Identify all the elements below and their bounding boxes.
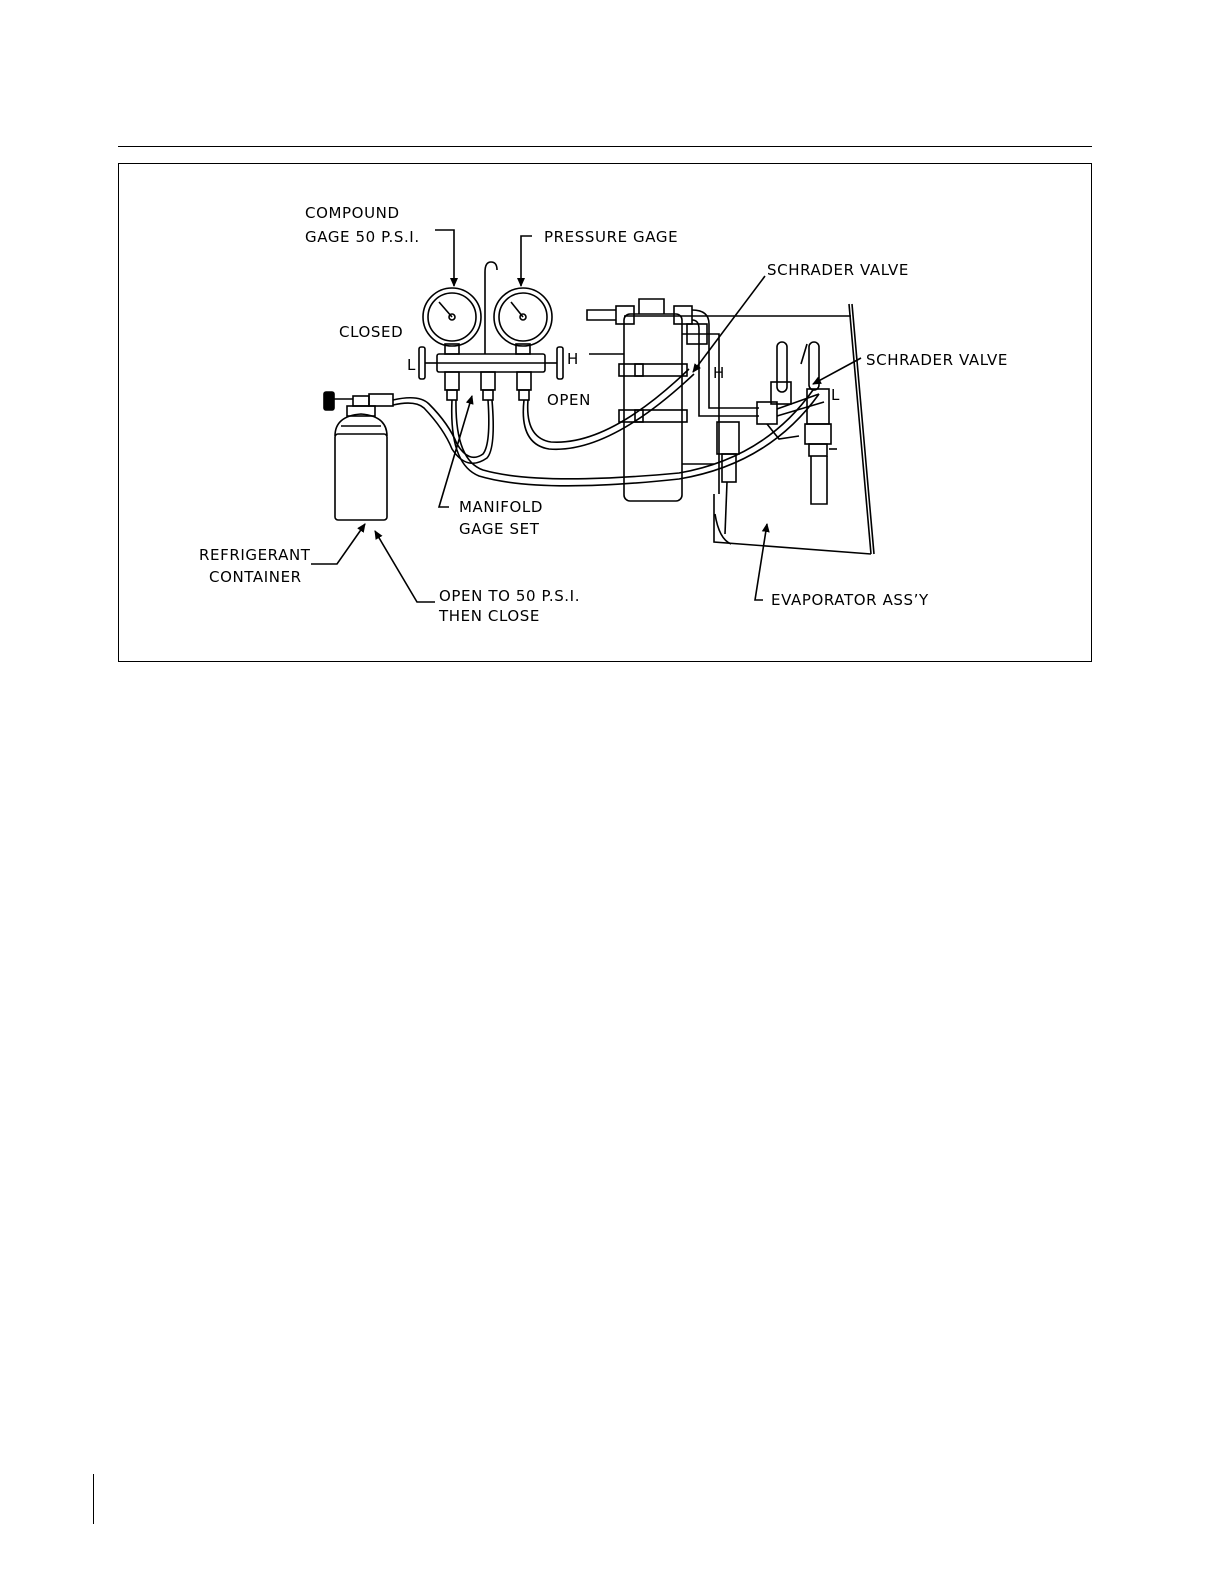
- leader-open-to: [375, 531, 435, 602]
- evaporator-assembly: [624, 304, 874, 554]
- manifold-gage-diagram: COMPOUND GAGE 50 P.S.I. PRESSURE GAGE CL…: [119, 164, 1091, 661]
- leader-evaporator: [755, 524, 767, 600]
- label-refrigerant-2: CONTAINER: [209, 568, 302, 586]
- figure-frame: COMPOUND GAGE 50 P.S.I. PRESSURE GAGE CL…: [118, 163, 1092, 662]
- label-open: OPEN: [547, 391, 591, 409]
- hoses: [393, 369, 819, 486]
- refrigerant-container: [324, 392, 393, 520]
- label-high-h: H: [567, 350, 579, 368]
- label-manifold-1: MANIFOLD: [459, 498, 543, 516]
- label-port-h: H: [713, 364, 725, 382]
- top-rule: [118, 146, 1092, 147]
- label-compound-gage-2: GAGE 50 P.S.I.: [305, 228, 420, 246]
- label-port-l: L: [831, 386, 840, 404]
- label-open-to-2: THEN CLOSE: [438, 607, 540, 625]
- label-refrigerant-1: REFRIGERANT: [199, 546, 311, 564]
- label-schrader-valve-high: SCHRADER VALVE: [767, 261, 909, 279]
- page-margin-mark: [93, 1474, 94, 1524]
- label-open-to-1: OPEN TO 50 P.S.I.: [439, 587, 580, 605]
- label-evaporator: EVAPORATOR ASS’Y: [771, 591, 929, 609]
- label-schrader-valve-low: SCHRADER VALVE: [866, 351, 1008, 369]
- label-compound-gage-1: COMPOUND: [305, 204, 400, 222]
- leader-container: [311, 524, 365, 564]
- leader-schrader-low: [813, 358, 861, 384]
- label-low-l: L: [407, 356, 416, 374]
- label-closed: CLOSED: [339, 323, 403, 341]
- leader-pressure-gage: [521, 236, 532, 286]
- manifold-gage-set: [419, 262, 563, 400]
- label-manifold-2: GAGE SET: [459, 520, 540, 538]
- label-pressure-gage: PRESSURE GAGE: [544, 228, 678, 246]
- leader-compound-gage: [435, 230, 454, 286]
